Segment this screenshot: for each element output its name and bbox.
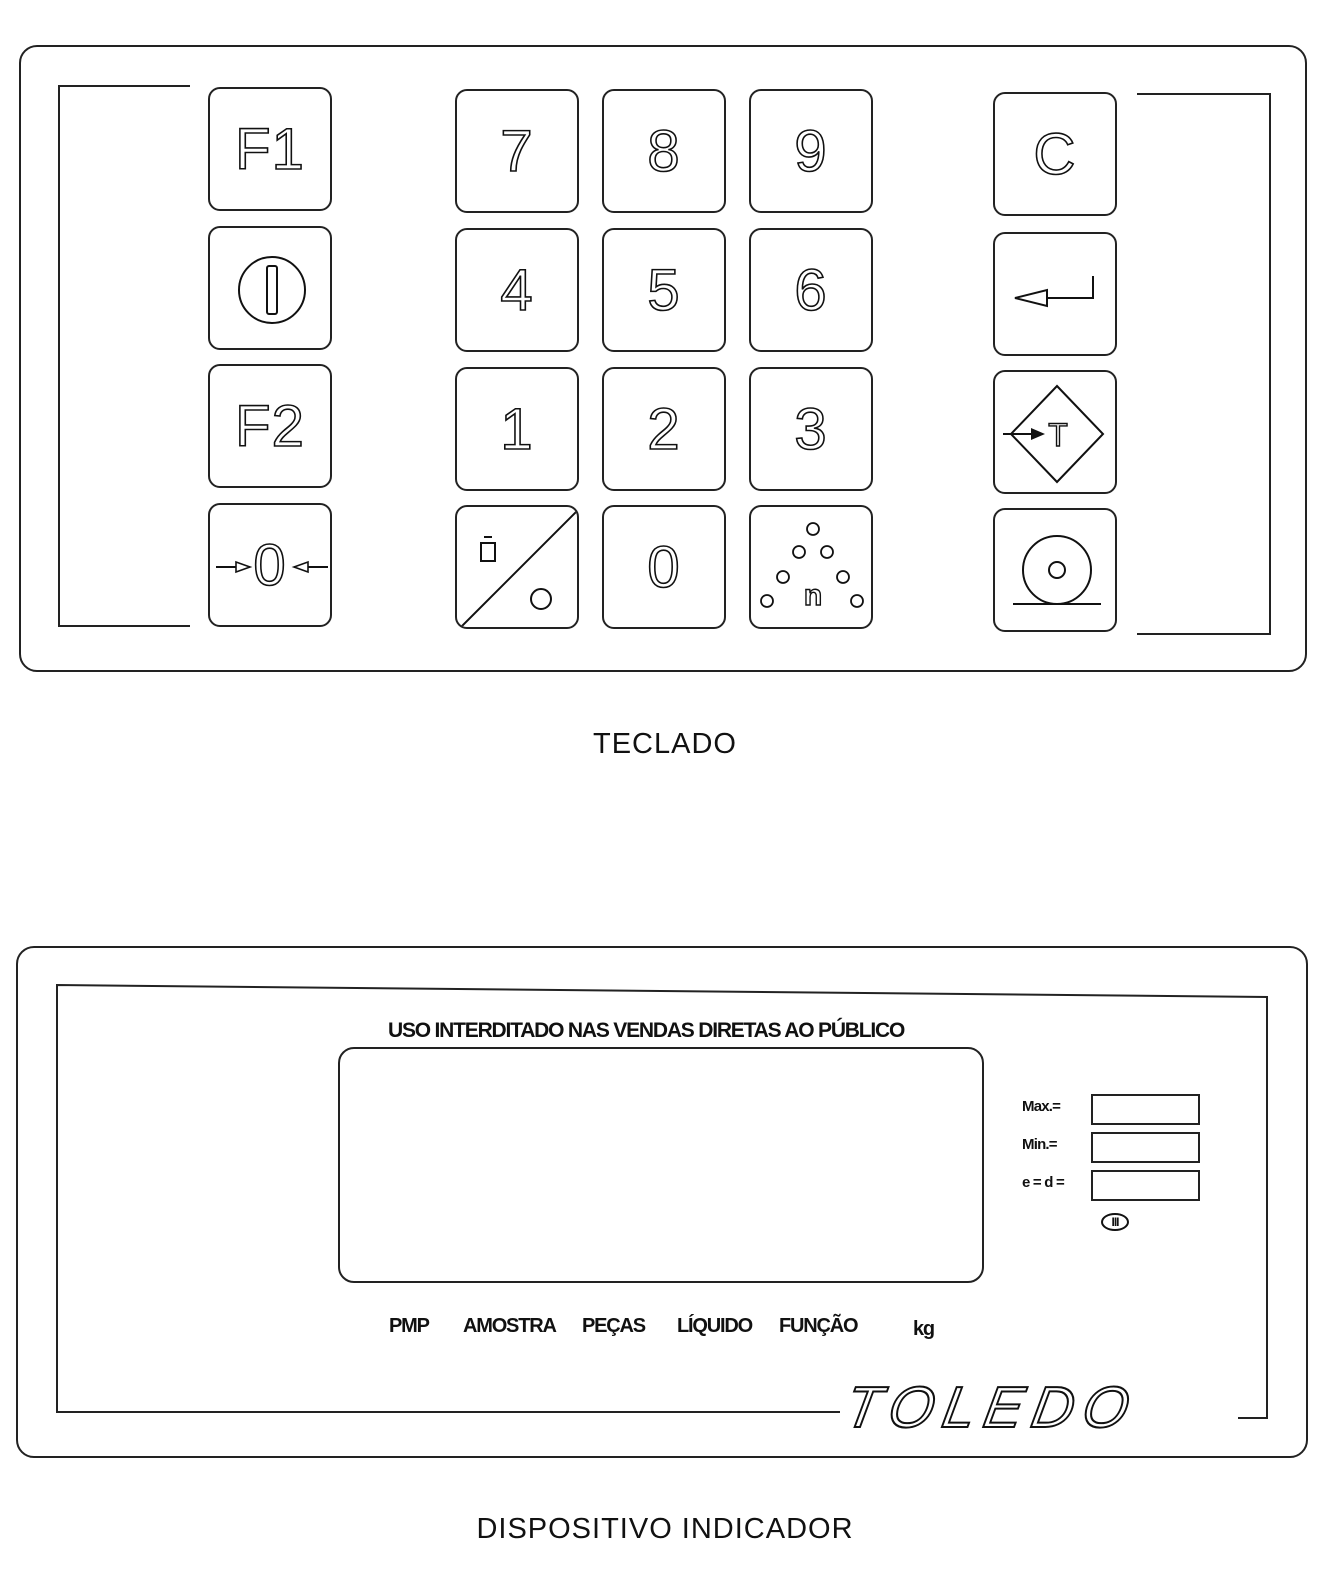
annunciator-pecas: PEÇAS <box>582 1315 646 1337</box>
annunciator-liquido: LÍQUIDO <box>677 1315 753 1337</box>
tare-icon: T <box>1003 384 1105 484</box>
key-0-label: 0 <box>647 534 681 601</box>
key-0[interactable]: 0 <box>602 505 726 629</box>
indicator-panel <box>16 946 1308 1458</box>
sample-weight-icon <box>459 509 577 627</box>
power-icon <box>238 256 306 324</box>
clear-key-label: C <box>1033 121 1077 188</box>
f1-key-label: F1 <box>234 116 305 183</box>
min-label: Min.= <box>1022 1136 1058 1153</box>
f2-key-label: F2 <box>234 393 305 460</box>
piece-count-label: n <box>804 579 822 612</box>
annunciator-amostra: AMOSTRA <box>463 1315 557 1337</box>
keypad-right-bracket <box>1137 93 1271 635</box>
key-3[interactable]: 3 <box>749 367 873 491</box>
tare-key-label: T <box>1048 417 1068 453</box>
brand-logo: TOLEDO <box>839 1374 1144 1441</box>
key-8[interactable]: 8 <box>602 89 726 213</box>
key-9[interactable]: 9 <box>749 89 873 213</box>
keypad-left-bracket <box>58 85 190 627</box>
key-4[interactable]: 4 <box>455 228 579 352</box>
key-6-label: 6 <box>794 257 828 324</box>
annunciator-funcao: FUNÇÃO <box>779 1315 859 1337</box>
key-9-label: 9 <box>794 118 828 185</box>
e-d-field <box>1091 1170 1200 1201</box>
f2-key[interactable]: F2 <box>208 364 332 488</box>
keypad-caption: TECLADO <box>593 728 737 760</box>
key-2[interactable]: 2 <box>602 367 726 491</box>
warning-text: USO INTERDITADO NAS VENDAS DIRETAS AO PÚ… <box>388 1019 905 1042</box>
zero-set-key[interactable]: 0 <box>208 503 332 627</box>
max-field <box>1091 1094 1200 1125</box>
f1-key[interactable]: F1 <box>208 87 332 211</box>
indicator-caption: DISPOSITIVO INDICADOR <box>476 1513 854 1545</box>
annunciator-pmp: PMP <box>389 1315 430 1337</box>
zero-set-label: 0 <box>253 532 287 599</box>
key-8-label: 8 <box>647 118 681 185</box>
weight-display <box>338 1047 984 1283</box>
key-5-label: 5 <box>647 257 681 324</box>
clear-key[interactable]: C <box>993 92 1117 216</box>
accuracy-class-label: III <box>1111 1215 1119 1229</box>
key-7[interactable]: 7 <box>455 89 579 213</box>
sample-weight-key[interactable] <box>455 505 579 629</box>
key-3-label: 3 <box>794 396 828 463</box>
print-key[interactable] <box>993 508 1117 632</box>
key-5[interactable]: 5 <box>602 228 726 352</box>
piece-count-icon: n <box>760 522 864 613</box>
e-d-label: e = d = <box>1022 1174 1065 1191</box>
accuracy-class-mark: III <box>1101 1213 1129 1231</box>
zero-set-icon <box>216 560 328 574</box>
enter-arrow-icon <box>1014 276 1094 308</box>
power-key[interactable] <box>208 226 332 350</box>
piece-count-key[interactable]: n <box>749 505 873 629</box>
key-6[interactable]: 6 <box>749 228 873 352</box>
min-field <box>1091 1132 1200 1163</box>
key-1-label: 1 <box>500 396 534 463</box>
keypad-panel <box>19 45 1307 672</box>
key-4-label: 4 <box>500 257 534 324</box>
max-label: Max.= <box>1022 1098 1061 1115</box>
annunciator-kg: kg <box>913 1318 935 1340</box>
tare-key[interactable]: T <box>993 370 1117 494</box>
print-roll-icon <box>1013 535 1101 605</box>
key-1[interactable]: 1 <box>455 367 579 491</box>
key-7-label: 7 <box>500 118 534 185</box>
key-2-label: 2 <box>647 396 681 463</box>
enter-key[interactable] <box>993 232 1117 356</box>
